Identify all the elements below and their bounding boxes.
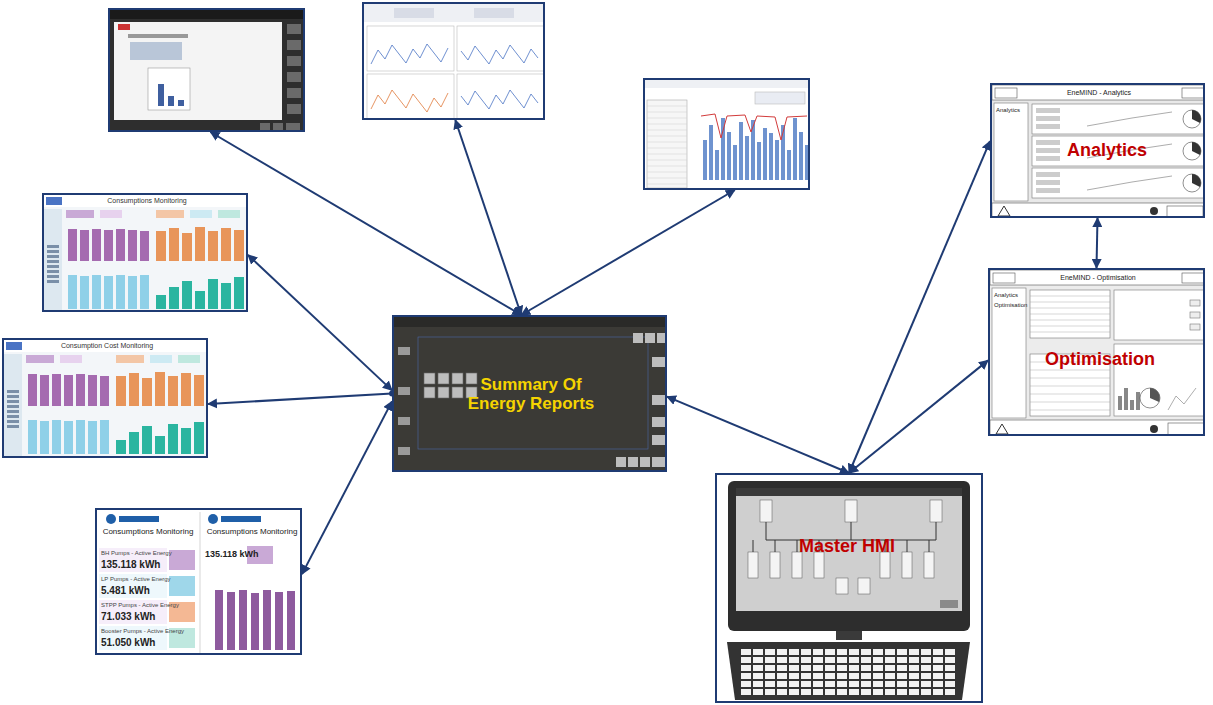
screenshot-panel — [108, 8, 305, 132]
arrow-connector — [849, 360, 988, 473]
screen-content — [364, 4, 543, 118]
arrow-connector — [849, 141, 990, 473]
screen-text: Consumptions Monitoring — [107, 197, 186, 205]
screenshot-panel: EneMIND - AnalyticsAnalyticsAnalytics — [990, 83, 1205, 218]
screen-title: Optimisation — [1045, 350, 1155, 370]
screenshot-panel: EneMIND - OptimisationAnalyticsOptimisat… — [988, 268, 1205, 436]
screen-text: 5.481 kWh — [101, 585, 150, 596]
screen-title: Summary Of Energy Reports — [461, 376, 601, 413]
screen-text: Booster Pumps - Active Energy — [101, 628, 184, 635]
arrow-connector — [302, 401, 392, 574]
screen-text: STPP Pumps - Active Energy — [101, 602, 179, 609]
arrow-connector — [455, 120, 521, 315]
screenshot-panel: Consumption Cost Monitoring — [2, 338, 208, 458]
screen-text: BH Pumps - Active Energy — [101, 550, 172, 557]
screen-text: LP Pumps - Active Energy — [101, 576, 171, 583]
screen-text: EneMIND - Analytics — [1067, 89, 1131, 97]
arrow-connector — [1097, 218, 1098, 268]
screen-text: Analytics — [994, 292, 1018, 299]
screen-text: 135.118 kWh — [205, 550, 259, 560]
screenshot-panel: Consumptions Monitoring BH Pumps - Active… — [95, 508, 302, 655]
screenshot-panel: Consumptions Monitoring — [42, 193, 248, 312]
screen-title: Master HMI — [799, 537, 895, 557]
master-hmi-monitor: Master HMI — [715, 473, 983, 703]
arrow-connector — [521, 190, 735, 315]
screen-text: 71.033 kWh — [101, 611, 155, 622]
screen-text: EneMIND - Optimisation — [1060, 274, 1135, 282]
screen-text: Optimisation — [994, 302, 1027, 309]
screen-title: Analytics — [1067, 141, 1147, 161]
arrow-connector — [248, 255, 392, 390]
screen-text: 51.050 kWh — [101, 637, 155, 648]
screen-text: Consumption Cost Monitoring — [61, 342, 153, 350]
screen-text: Consumptions Monitoring — [103, 528, 194, 537]
screen-text: 135.118 kWh — [101, 559, 160, 570]
arrow-connector — [667, 397, 849, 473]
screen-text: Analytics — [996, 107, 1020, 114]
screen-content — [44, 195, 246, 310]
arrow-connector — [210, 132, 521, 315]
screen-content — [645, 80, 808, 188]
screenshot-panel — [362, 2, 545, 120]
screenshot-panel — [643, 78, 810, 190]
arrow-connector — [208, 394, 392, 405]
summary-screen: Summary Of Energy Reports — [392, 315, 667, 472]
screen-content — [110, 10, 303, 130]
screen-text: Consumptions Monitoring — [207, 528, 298, 537]
screen-content — [4, 340, 206, 456]
